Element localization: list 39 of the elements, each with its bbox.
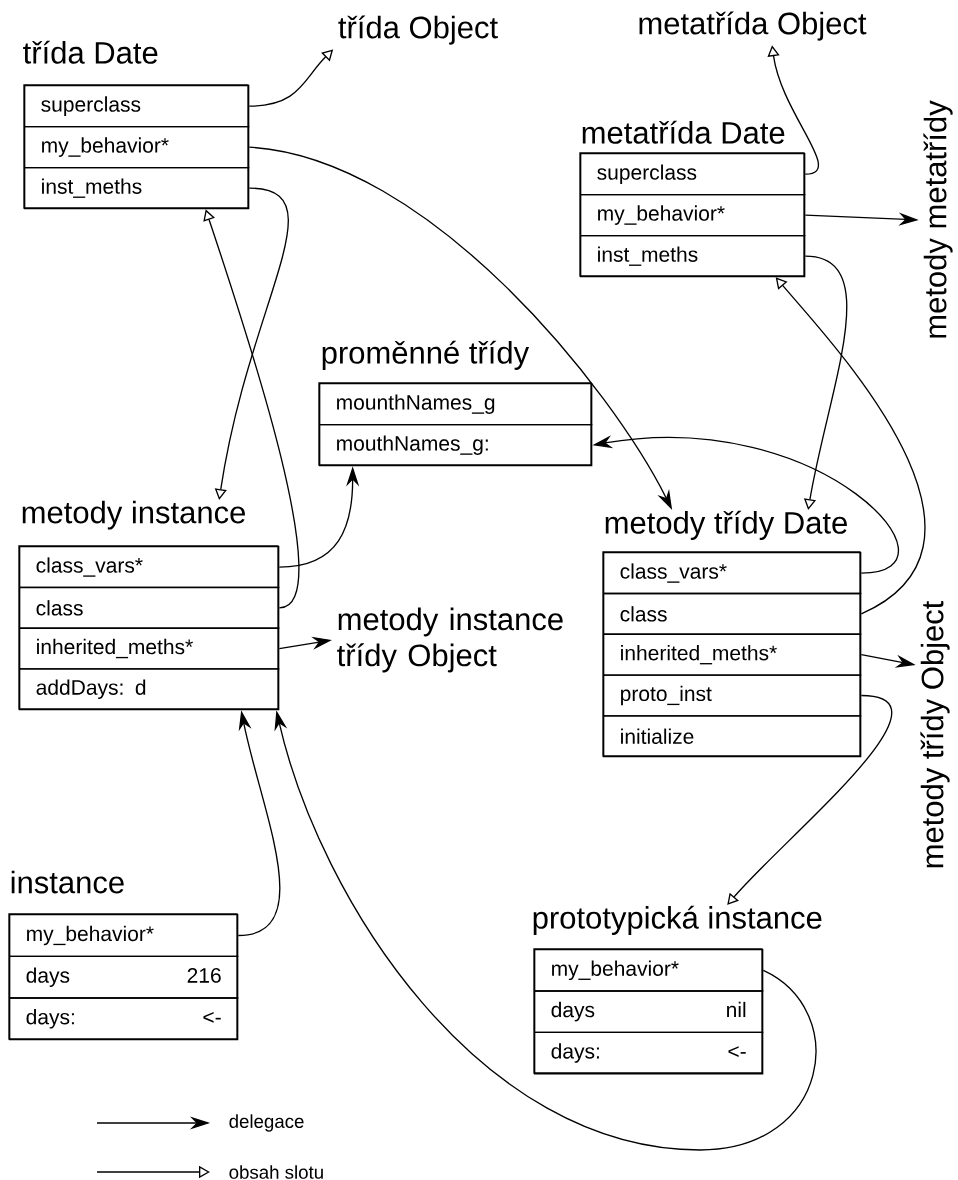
legend-text: delegace — [229, 1114, 304, 1132]
slot-row: days: <- — [534, 1031, 764, 1075]
slot-row: my_behavior* — [534, 949, 764, 992]
node-label: metody třídy Date — [605, 510, 847, 540]
legend-text: obsah slotu — [229, 1165, 323, 1179]
node-label: metody instance — [22, 500, 245, 530]
slot-row: my_behavior* — [24, 126, 250, 169]
class-label: metody třídy Object — [920, 600, 950, 868]
node-label: proměnné třídy — [322, 340, 530, 370]
slot-row: inherited_meths* — [19, 627, 280, 670]
class-label: metody metatřídy — [923, 100, 953, 338]
slot-row: superclass — [24, 85, 250, 128]
slot-row: days: <- — [9, 997, 239, 1041]
arrow — [775, 277, 925, 615]
slot-row: class — [19, 586, 280, 629]
node-label: metatřída Date — [582, 120, 785, 144]
slot-row: inherited_meths* — [603, 633, 862, 676]
slot-row: class_vars* — [603, 552, 862, 595]
slot-row: superclass — [580, 153, 806, 196]
slot-row: class_vars* — [19, 546, 280, 589]
slot-row: my_behavior* — [9, 914, 239, 957]
slot-row: proto_inst — [603, 674, 862, 717]
node-label: prototypická instance — [533, 905, 822, 935]
class-label: třída Object — [338, 15, 498, 45]
slot-row: days nil — [534, 990, 764, 1033]
slot-row: inst_meths — [580, 235, 806, 278]
slot-row: days 216 — [9, 955, 239, 999]
slot-row: initialize — [603, 715, 862, 758]
arrow — [727, 694, 892, 905]
slot-row: inst_meths — [24, 167, 250, 210]
slot-row: class — [603, 592, 862, 635]
class-label: metatřída Object — [639, 11, 867, 41]
slot-row: mounthNames_g — [319, 383, 593, 426]
slot-row: addDays: d — [19, 668, 280, 711]
slot-row: my_behavior* — [580, 194, 806, 237]
class-label: metody instance třídy Object — [337, 607, 563, 673]
node-label: třída Date — [23, 40, 158, 64]
node-label: instance — [11, 870, 124, 894]
slot-row: mouthNames_g: — [319, 424, 593, 467]
